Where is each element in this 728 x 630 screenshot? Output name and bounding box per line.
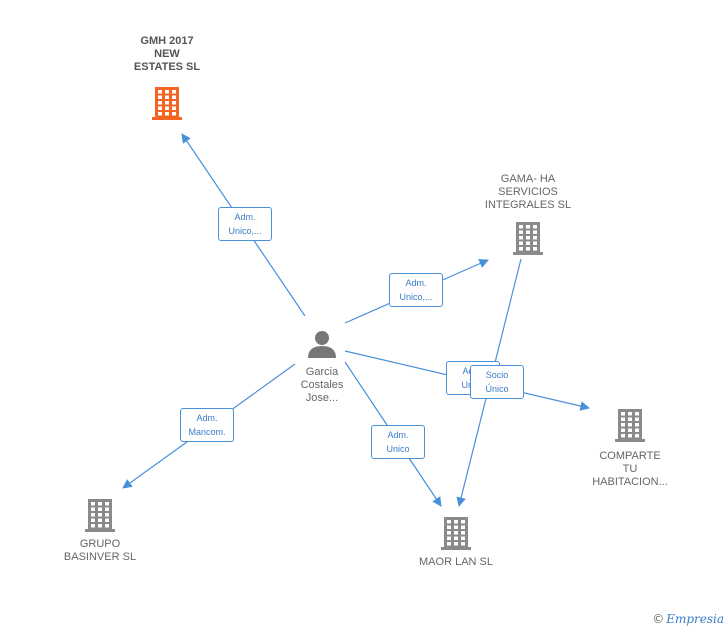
copyright: ©Empresia — [652, 612, 724, 626]
node-label-line: SERVICIOS — [498, 186, 558, 198]
brand-logo[interactable]: Empresia — [666, 612, 724, 626]
edge-label-garcia-maor[interactable]: Adm. Unico — [371, 425, 425, 459]
node-label-line: GMH 2017 — [140, 35, 194, 47]
building-icon[interactable] — [441, 517, 471, 550]
edge-label-garcia-grupo[interactable]: Adm. Mancom. — [180, 408, 234, 442]
edge-label-line: Unico,... — [228, 226, 262, 236]
node-label-line: Garcia — [305, 366, 339, 378]
node-label-line: TU — [622, 463, 638, 475]
edge-label-line: Unico,... — [399, 292, 433, 302]
building-icon[interactable] — [513, 222, 543, 255]
node-label-line: GRUPO — [79, 538, 121, 550]
copyright-symbol: © — [652, 612, 665, 626]
edge-label-line: Adm. — [387, 430, 409, 440]
node-label-line: MAOR LAN SL — [419, 556, 493, 568]
node-label-line: COMPARTE — [599, 450, 661, 462]
edge-label-line: Adm. — [234, 212, 256, 222]
node-label-line: HABITACION... — [592, 476, 668, 488]
edge-label-line: Unico — [386, 444, 410, 454]
node-label-line: BASINVER SL — [63, 551, 137, 563]
edge-label-garcia-gmh[interactable]: Adm. Unico,... — [218, 207, 272, 241]
edge-label-line: Único — [485, 384, 509, 394]
edge-label-line: Socio — [485, 370, 509, 380]
edge-label-garcia-gama[interactable]: Adm. Unico,... — [389, 273, 443, 307]
node-label-line: NEW — [154, 48, 180, 60]
person-icon[interactable] — [308, 331, 336, 358]
edge-label-line: Adm. — [405, 278, 427, 288]
node-label-line: INTEGRALES SL — [484, 199, 572, 211]
node-label-line: ESTATES SL — [133, 61, 201, 73]
node-label-line: Costales — [300, 379, 344, 391]
edge-label-line: Adm. — [196, 413, 218, 423]
edge-label-line: Mancom. — [188, 427, 226, 437]
building-icon[interactable] — [615, 409, 645, 442]
node-label-maor[interactable]: MAOR LAN SL — [381, 556, 531, 569]
building-icon[interactable] — [152, 87, 182, 120]
node-label-line: GAMA- HA — [500, 173, 556, 185]
building-icon[interactable] — [85, 499, 115, 532]
node-label-line: Jose... — [305, 392, 339, 404]
